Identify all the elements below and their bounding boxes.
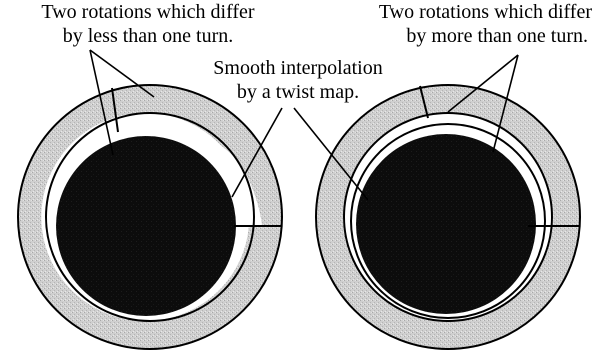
label-less-than-one-turn: Two rotations which differ by less than … [2,0,294,48]
label-more-than-one-turn: Two rotations which differ by more than … [318,0,592,48]
right-spiral-ring [350,123,546,319]
right-callout-line-a [447,54,519,113]
callout-lines [89,49,519,201]
right-annulus [315,84,581,350]
right-top-notch [419,85,429,119]
label-left-line-1: Two rotations which differ [41,1,255,23]
left-callout-line-b [89,49,114,156]
label-mid-line-1: Smooth interpolation [213,57,383,79]
label-left-line-2: by less than one turn. [62,25,234,47]
left-callout-line-a [89,49,155,98]
label-smooth-interpolation: Smooth interpolation by a twist map. [178,56,418,104]
middle-callout-line-a [231,107,283,198]
label-mid-line-2: by a twist map. [236,81,360,103]
label-right-line-1: Two rotations which differ [378,1,592,23]
middle-callout-line-b [293,107,369,201]
label-right-line-2: by more than one turn. [406,25,588,47]
left-top-notch [111,87,119,133]
right-disk [356,134,536,314]
right-callout-line-b [492,54,519,153]
left-disk [56,136,236,316]
left-annulus [17,84,283,350]
left-twist-wedge [118,125,262,226]
left-annulus-inner [45,112,255,322]
